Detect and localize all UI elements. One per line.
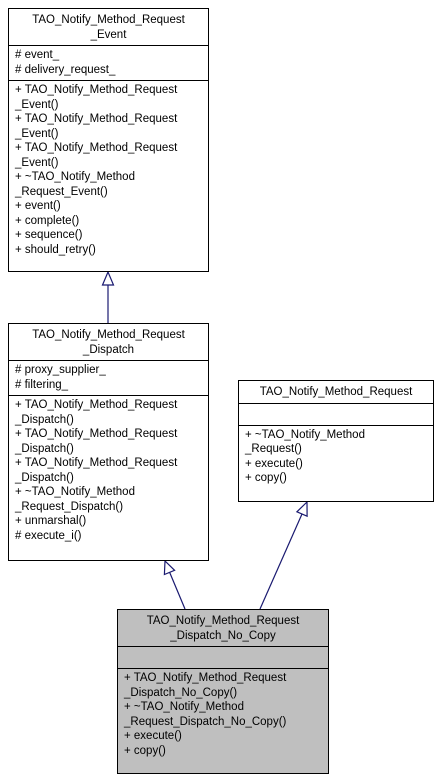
operation-line: + TAO_Notify_Method_Request — [15, 113, 178, 125]
operation-line: _Dispatch() — [15, 413, 74, 426]
inheritance-arrowhead — [163, 559, 176, 576]
operation-line: + TAO_Notify_Method_Request — [15, 428, 178, 440]
edge-nocopy-to-dispatch — [163, 559, 186, 610]
operations-compartment: + TAO_Notify_Method_Request _Event() + TAO… — [9, 80, 208, 271]
operation-line: _Dispatch_No_Copy() — [124, 686, 238, 699]
class-box-method-request[interactable]: TAO_Notify_Method_Request + ~TAO_Notify_M… — [238, 380, 434, 502]
operation-line: + should_retry() — [15, 243, 96, 256]
operation-line: + copy() — [124, 744, 166, 757]
attribute-line: # proxy_supplier_ — [15, 364, 106, 376]
operation-line: + ~TAO_Notify_Method — [124, 701, 244, 713]
class-name-line: TAO_Notify_Method_Request — [32, 329, 185, 341]
attribute-line: # event_ — [15, 49, 60, 61]
operation-line: + ~TAO_Notify_Method — [15, 171, 135, 183]
attributes-compartment: # event_ # delivery_request_ — [9, 45, 208, 80]
operation-line: _Event() — [15, 156, 59, 169]
operation-line: _Dispatch() — [15, 442, 74, 455]
class-box-method-request-dispatch[interactable]: TAO_Notify_Method_Request _Dispatch # prox… — [8, 323, 209, 561]
edge-dispatch-to-event — [101, 270, 115, 323]
operation-line: _Request_Dispatch_No_Copy() — [124, 715, 287, 728]
attribute-line: # filtering_ — [15, 378, 69, 391]
class-name-line: _Dispatch_No_Copy — [170, 629, 276, 642]
operation-line: + complete() — [15, 214, 80, 227]
class-name-line: TAO_Notify_Method_Request — [32, 14, 185, 26]
class-name-line: TAO_Notify_Method_Request — [146, 615, 300, 627]
operation-line: _Dispatch() — [15, 471, 74, 484]
class-name: TAO_Notify_Method_Request _Dispatch — [9, 324, 208, 360]
operation-line: _Request() — [245, 443, 302, 455]
operation-line: + copy() — [245, 472, 287, 484]
operation-line: _Request_Dispatch() — [15, 500, 124, 513]
operation-line: + event() — [15, 200, 61, 212]
operations-compartment: + ~TAO_Notify_Method _Request() + execute(… — [239, 424, 433, 502]
operations-compartment: + TAO_Notify_Method_Request _Dispatch_No_… — [118, 668, 328, 773]
operation-line: + TAO_Notify_Method_Request — [124, 672, 287, 684]
operation-line: _Event() — [15, 98, 59, 111]
operation-line: + ~TAO_Notify_Method — [15, 486, 135, 498]
operation-line: _Request_Event() — [15, 185, 108, 198]
operation-line: + TAO_Notify_Method_Request — [15, 142, 178, 154]
inheritance-arrowhead — [295, 500, 308, 518]
operation-line: + unmarshal() — [15, 515, 87, 527]
attributes-compartment: # proxy_supplier_ # filtering_ — [9, 360, 208, 395]
operation-line: + execute() — [245, 457, 303, 470]
class-box-method-request-event[interactable]: TAO_Notify_Method_Request_Event# event_#… — [8, 8, 209, 272]
class-box-method-request-dispatch-no-copy[interactable]: TAO_Notify_Method_Request _Dispatch_No_Co… — [117, 609, 329, 774]
edge-nocopy-to-request — [259, 500, 308, 610]
operation-line: # execute_i() — [15, 529, 82, 542]
class-name-line: _Dispatch — [82, 343, 135, 356]
operation-line: + sequence() — [15, 229, 83, 241]
operation-line: + TAO_Notify_Method_Request — [15, 84, 178, 96]
inheritance-arrowhead — [101, 270, 115, 286]
class-name: TAO_Notify_Method_Request _Event — [9, 9, 208, 45]
class-name: TAO_Notify_Method_Request — [239, 381, 433, 403]
class-name: TAO_Notify_Method_Request _Dispatch_No_Co… — [118, 610, 328, 646]
operation-line: + TAO_Notify_Method_Request — [15, 457, 178, 469]
class-name-line: _Event — [90, 28, 127, 41]
operation-line: + execute() — [124, 730, 182, 742]
attribute-line: # delivery_request_ — [15, 63, 116, 76]
operation-line: + ~TAO_Notify_Method — [245, 428, 365, 441]
attributes-compartment — [118, 646, 328, 668]
operations-compartment: + TAO_Notify_Method_Request _Dispatch() + … — [9, 395, 208, 560]
operation-line: + TAO_Notify_Method_Request — [15, 399, 178, 411]
attributes-compartment — [239, 402, 433, 425]
class-name-line: TAO_Notify_Method_Request — [259, 386, 413, 398]
operation-line: _Event() — [15, 127, 59, 140]
